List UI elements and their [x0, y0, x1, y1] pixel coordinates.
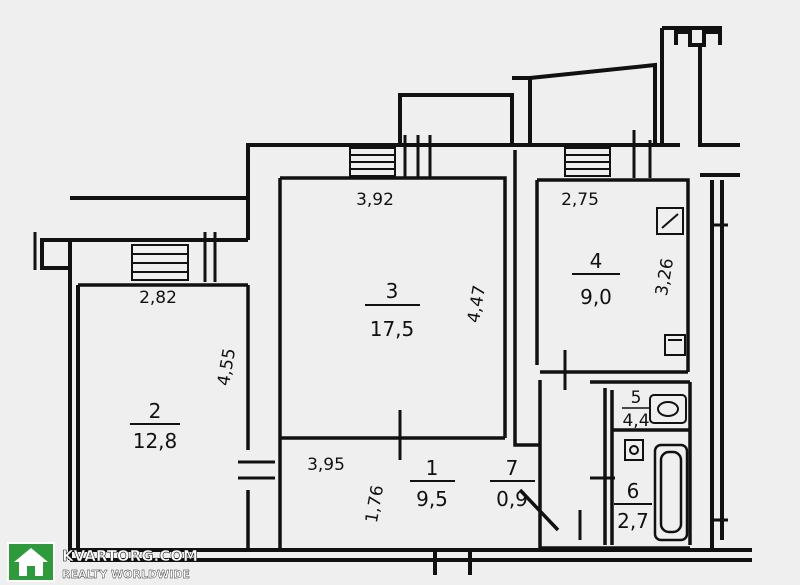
room-label-5: 5 4,4	[622, 388, 650, 431]
window-marks	[33, 130, 728, 540]
svg-text:17,5: 17,5	[370, 317, 415, 341]
room-label-3: 3 17,5	[365, 279, 420, 341]
dimension-room-4-width: 2,75	[561, 190, 599, 210]
house-icon	[14, 548, 48, 562]
dimension-room-2-depth: 4,55	[214, 347, 240, 388]
dimension-room-3-depth: 4,47	[464, 284, 490, 325]
svg-text:12,8: 12,8	[133, 429, 178, 453]
svg-text:5: 5	[631, 388, 642, 408]
bathtub-icon	[653, 443, 689, 542]
stove-icon	[656, 207, 684, 235]
svg-text:3: 3	[386, 279, 399, 303]
dimension-room-1-depth: 1,76	[362, 484, 388, 525]
room-label-7: 7 0,9	[490, 456, 535, 511]
dimension-room-4-depth: 3,26	[652, 257, 678, 298]
svg-text:6: 6	[627, 479, 640, 503]
dimension-room-3-width: 3,92	[356, 190, 394, 210]
svg-text:9,5: 9,5	[416, 487, 448, 511]
watermark-logo: KVARTORG.COM REALTY WORLDWIDE	[7, 542, 198, 582]
svg-text:0,9: 0,9	[496, 487, 528, 511]
svg-text:7: 7	[506, 456, 519, 480]
sink-icon	[664, 334, 686, 356]
svg-text:4,4: 4,4	[622, 411, 649, 431]
room-label-1: 1 9,5	[410, 456, 455, 511]
interior-walls	[78, 150, 692, 550]
watermark-site: KVARTORG.COM	[62, 547, 198, 565]
dimension-room-2-width: 2,82	[139, 288, 177, 308]
walls	[40, 26, 752, 575]
svg-text:2,7: 2,7	[617, 509, 649, 533]
dimension-room-1-width: 3,95	[307, 455, 345, 475]
svg-text:2: 2	[149, 399, 162, 423]
radiator-room-2	[131, 244, 189, 281]
dimension-labels: 2,82 4,55 3,92 4,47 2,75 3,26 3,95 1,76	[139, 190, 678, 525]
washbasin-icon	[624, 439, 644, 461]
radiator-room-3	[349, 147, 396, 177]
room-label-6: 6 2,7	[614, 479, 652, 533]
room-label-2: 2 12,8	[130, 399, 180, 453]
svg-text:9,0: 9,0	[580, 285, 612, 309]
radiator-room-4	[564, 147, 611, 177]
svg-text:1: 1	[426, 456, 439, 480]
watermark-tagline: REALTY WORLDWIDE	[62, 568, 190, 581]
room-label-4: 4 9,0	[572, 249, 620, 309]
toilet-icon	[649, 394, 687, 424]
svg-text:4: 4	[590, 249, 603, 273]
